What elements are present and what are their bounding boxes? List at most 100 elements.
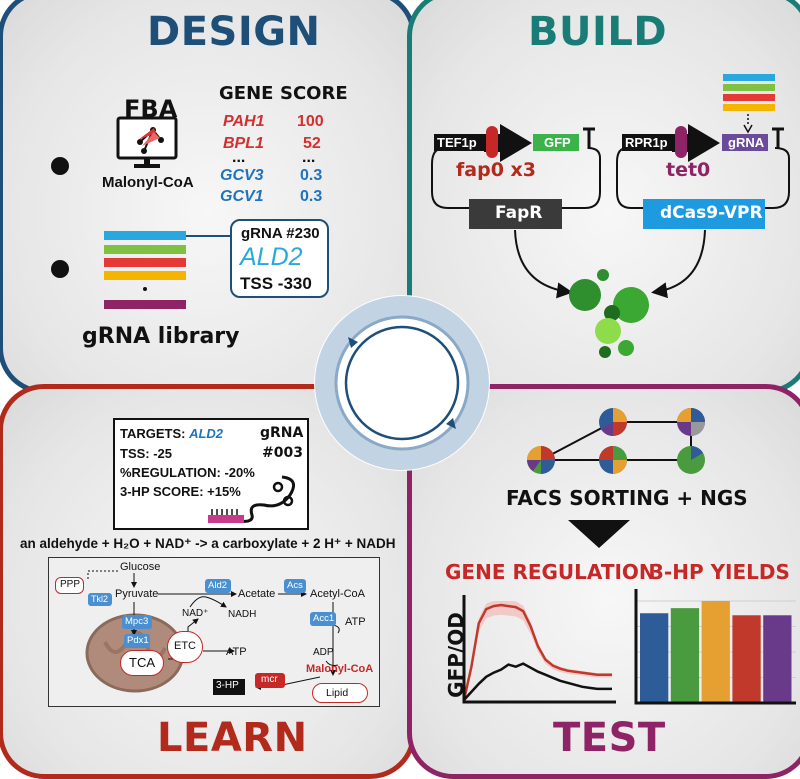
tet0-label: tet0 xyxy=(666,159,711,181)
ald2-label: Ald2 xyxy=(208,580,228,591)
tet0-operator xyxy=(675,126,687,158)
plasmid-2-backbone xyxy=(616,147,790,209)
grna-card xyxy=(230,219,329,298)
regulation-line: %REGULATION: -20% xyxy=(120,465,255,480)
tkl2-label: Tkl2 xyxy=(91,594,109,604)
series-line-0 xyxy=(462,603,612,701)
atp-label: ATP xyxy=(345,616,366,628)
mpc3-label: Mpc3 xyxy=(125,616,149,627)
score-cell: 100 xyxy=(297,113,324,130)
acetate-label: Acetate xyxy=(238,588,276,600)
pdx1-enzyme xyxy=(124,634,150,648)
gfp-label: GFP xyxy=(544,135,571,150)
bar xyxy=(763,615,792,703)
grna-stack-bar xyxy=(723,74,775,81)
tef1p-label: TEF1p xyxy=(437,135,477,150)
promoter-arrow-1 xyxy=(484,124,532,162)
grna-card-tss: TSS -330 xyxy=(240,274,312,293)
ppp-label: PPP xyxy=(60,579,81,590)
lipid-label: Lipid xyxy=(326,687,349,699)
arrow-to-cells xyxy=(514,229,706,299)
series-line-1 xyxy=(463,662,612,701)
library-bar xyxy=(104,300,186,309)
gene-regulation-chart xyxy=(462,595,616,704)
gene-header: GENE xyxy=(219,83,274,104)
pie-icon xyxy=(527,446,555,474)
ald2-enzyme xyxy=(205,579,231,593)
fap0-label: fap0 x3 xyxy=(456,159,536,181)
tca-label: TCA xyxy=(129,655,155,670)
reaction-equation: an aldehyde + H₂O + NAD⁺ -> a carboxylat… xyxy=(20,536,396,551)
chart-axes xyxy=(634,589,796,705)
monitor-with-flux-network-icon xyxy=(116,116,178,168)
bullet-dot-2 xyxy=(51,260,69,278)
adp-label: ADP xyxy=(313,647,334,658)
pdx1-label: Pdx1 xyxy=(127,635,149,646)
cycle-icon xyxy=(314,295,490,471)
library-bar xyxy=(104,271,186,280)
dcas9-box xyxy=(643,199,765,229)
nad-label: NAD⁺ xyxy=(182,608,209,619)
grna-stack-bar xyxy=(723,104,775,111)
pie-icon xyxy=(677,408,705,436)
fapr-label: FapR xyxy=(495,203,543,223)
mcr-enzyme xyxy=(255,673,285,688)
malonyl-coa-node: Malonyl-CoA xyxy=(306,663,374,675)
gene-cell: BPL1 xyxy=(223,135,264,152)
chart-axes xyxy=(462,595,616,704)
ppp-node xyxy=(55,577,84,594)
grna-card-gene: ALD2 xyxy=(240,243,303,271)
series-band xyxy=(464,601,612,701)
bar xyxy=(640,613,669,703)
gfp-box xyxy=(533,134,579,151)
down-triangle-icon xyxy=(568,520,630,548)
pie-icon xyxy=(599,446,627,474)
3hp-node xyxy=(213,679,245,695)
acc1-enzyme xyxy=(310,612,336,626)
pie-icon xyxy=(677,446,705,474)
connector-line xyxy=(186,235,232,237)
fap0-operator xyxy=(486,126,498,158)
malonyl-coa-label: Malonyl-CoA xyxy=(102,174,194,191)
pie-icon xyxy=(599,408,627,436)
bullet-dot-1 xyxy=(51,157,69,175)
bar xyxy=(732,615,761,703)
fapr-box xyxy=(469,199,562,229)
gene-cell-ellipsis: ... xyxy=(232,149,246,166)
yeast-cells-icon xyxy=(569,269,649,358)
targets-gene: ALD2 xyxy=(189,426,224,441)
pyruvate-label: Pyruvate xyxy=(115,588,159,600)
library-bar xyxy=(104,245,186,254)
grna-box xyxy=(722,134,768,151)
yields-title: 3-HP YIELDS xyxy=(650,560,790,584)
etc-node xyxy=(167,631,203,663)
gene-regulation-title: GENE REGULATION xyxy=(445,560,656,584)
acetyl-coa-label: Acetyl-CoA xyxy=(310,588,366,600)
score-cell-ellipsis: ... xyxy=(302,149,316,166)
rpr1p-promoter xyxy=(622,134,684,151)
library-bar xyxy=(104,258,186,267)
glucose-label: Glucose xyxy=(120,561,161,573)
acs-label: Acs xyxy=(287,580,303,591)
library-bar xyxy=(104,231,186,240)
score-cell: 0.3 xyxy=(300,188,323,205)
3hp-label: 3-HP xyxy=(216,680,239,691)
gene-cell: PAH1 xyxy=(223,113,265,130)
design-title: DESIGN xyxy=(147,9,321,55)
tss-line: TSS: -25 xyxy=(120,446,173,461)
grna-card-id: gRNA #230 xyxy=(241,225,320,242)
dcas9-label: dCas9-VPR xyxy=(660,203,763,223)
gene-cell: GCV3 xyxy=(220,167,264,184)
score-line: 3-HP SCORE: +15% xyxy=(120,484,241,499)
score-cell: 52 xyxy=(303,135,321,152)
library-dot xyxy=(143,287,147,291)
build-title: BUILD xyxy=(528,9,668,55)
targets-label: TARGETS: xyxy=(120,426,190,441)
acs-enzyme xyxy=(284,579,306,593)
gene-cell: GCV1 xyxy=(220,188,264,205)
terminator-2 xyxy=(772,127,784,149)
rpr1p-label: RPR1p xyxy=(625,135,668,150)
atp-label-2: ATP xyxy=(226,646,247,658)
mpc3-enzyme xyxy=(122,615,152,629)
bar xyxy=(670,608,700,703)
